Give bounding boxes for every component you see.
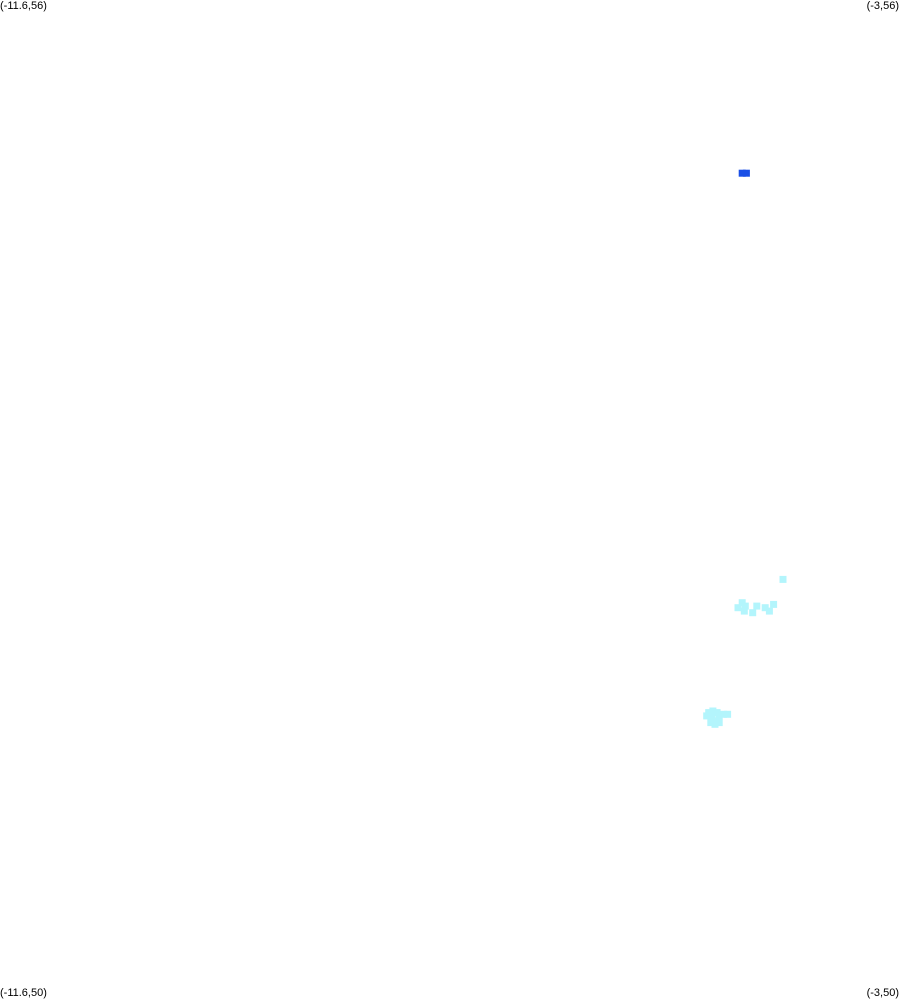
corner-label-bottom-right: (-3,50) xyxy=(866,987,899,999)
data-point xyxy=(770,600,778,608)
data-point xyxy=(761,604,769,612)
data-point xyxy=(742,169,750,177)
data-point xyxy=(765,607,773,615)
data-point xyxy=(724,710,732,718)
data-point xyxy=(740,607,748,615)
data-point xyxy=(708,714,716,722)
data-point xyxy=(715,712,723,720)
data-point xyxy=(719,710,727,718)
data-point xyxy=(734,604,742,612)
point-series-1 xyxy=(703,575,787,728)
data-point xyxy=(741,602,749,610)
corner-label-top-left: (-11.6,56) xyxy=(0,0,47,12)
data-point xyxy=(715,719,723,727)
data-point xyxy=(709,707,717,715)
data-point xyxy=(779,575,787,583)
data-point xyxy=(738,169,746,177)
data-point xyxy=(711,720,719,728)
corner-label-top-right: (-3,56) xyxy=(866,0,899,12)
data-point xyxy=(753,602,761,610)
corner-label-bottom-left: (-11.6,50) xyxy=(0,987,47,999)
point-series-0 xyxy=(738,169,750,177)
data-point xyxy=(707,719,715,727)
data-point xyxy=(749,609,757,617)
data-point xyxy=(703,712,711,720)
